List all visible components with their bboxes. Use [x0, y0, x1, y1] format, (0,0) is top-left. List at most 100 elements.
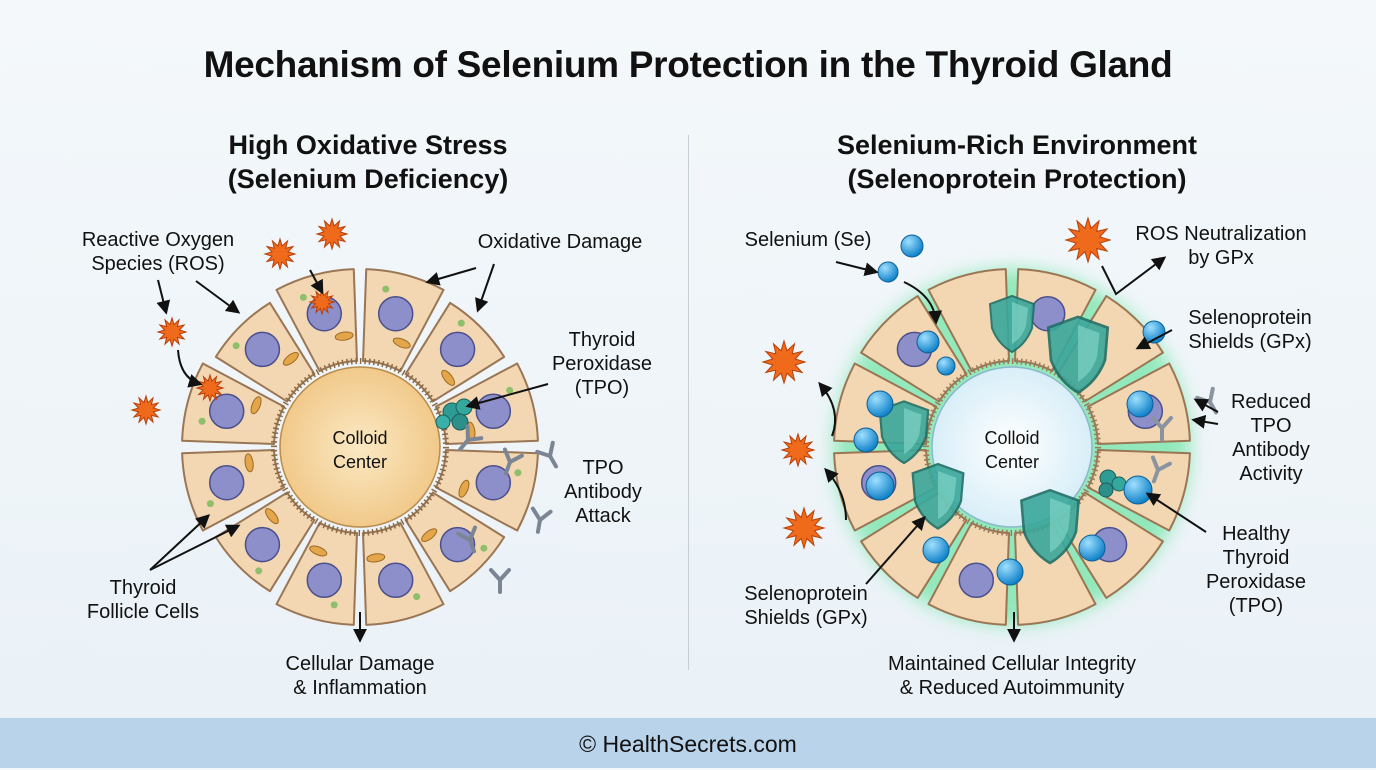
mitochondria: [244, 453, 254, 473]
shield-icon: [911, 462, 965, 530]
right-title-line2: (Selenoprotein Protection): [847, 164, 1187, 194]
integrity-label: Maintained Cellular Integrity & Reduced …: [846, 652, 1178, 700]
vesicle: [382, 285, 390, 293]
left-antibody-group: [456, 424, 558, 594]
shields-bottom-label: Selenoprotein Shields (GPx): [722, 582, 890, 630]
nucleus: [244, 331, 281, 368]
tpo-label-line1: Thyroid: [568, 329, 636, 351]
left-title-line2: (Selenium Deficiency): [227, 164, 509, 194]
antibody-arm: [1160, 416, 1173, 430]
antibody-arm: [489, 568, 502, 582]
follicle-label-line1: Thyroid: [109, 577, 177, 599]
nucleus: [475, 393, 512, 430]
shields-bottom-line2: Shields (GPx): [744, 607, 868, 629]
ros-label-line2: Species (ROS): [91, 253, 225, 275]
ros-starburst-icon: [782, 506, 826, 550]
left-follicle-cells: [181, 268, 539, 626]
shields-top-line1: Selenoprotein: [1188, 307, 1312, 329]
healthy-line3: Peroxidase: [1205, 571, 1307, 593]
antibody-arm: [535, 449, 552, 458]
antibody-arm: [465, 424, 470, 442]
antibody-arm: [548, 440, 555, 458]
antibody-icon: [1151, 416, 1173, 442]
shield-highlight: [1012, 302, 1028, 344]
ros-starburst-icon: [130, 394, 162, 426]
antibody-icon: [1150, 455, 1172, 484]
vesicle: [299, 293, 307, 301]
ros-label: Reactive Oxygen Species (ROS): [58, 228, 258, 276]
panel-divider: [688, 135, 689, 670]
ros-neutral-line2: by GPx: [1188, 247, 1254, 269]
nucleus: [208, 393, 245, 430]
antibody-arm: [456, 531, 472, 542]
nucleus: [439, 331, 476, 368]
selenium-atom-icon: [916, 330, 940, 354]
antibody-arm: [538, 509, 553, 522]
selenium-atom-icon: [1123, 475, 1153, 505]
tpo-antibody-attack-label: TPO Antibody Attack: [548, 456, 658, 528]
antibody-arm: [1208, 386, 1215, 404]
selenium-atom-icon: [865, 471, 895, 501]
vesicle: [457, 319, 465, 327]
healthy-line4: (TPO): [1228, 595, 1284, 617]
nucleus: [306, 562, 343, 599]
nucleus: [377, 562, 414, 599]
antibody-icon: [530, 506, 553, 534]
vesicle: [330, 601, 338, 609]
mitochondria: [250, 396, 262, 415]
reduced-line1: Reduced: [1230, 391, 1312, 413]
follicle-cells-label: Thyroid Follicle Cells: [58, 576, 228, 624]
right-colloid-label: Colloid Center: [962, 426, 1062, 474]
damage-label-line1: Cellular Damage: [285, 653, 435, 675]
right-ros-group: [761, 216, 1112, 550]
reduced-line2: TPO: [1250, 415, 1292, 437]
healthy-tpo-label: Healthy Thyroid Peroxidase (TPO): [1186, 522, 1326, 618]
right-panel-title: Selenium-Rich Environment (Selenoprotein…: [757, 128, 1277, 196]
follicle-cell: [434, 449, 539, 532]
antibody-icon: [502, 447, 524, 476]
healthy-line2: Thyroid: [1222, 547, 1290, 569]
antibody-arm: [1150, 455, 1160, 472]
nucleus: [475, 464, 512, 501]
mitochondria: [282, 352, 299, 366]
cell-body: [927, 268, 1010, 373]
oxidative-damage-label: Oxidative Damage: [477, 231, 643, 253]
selenium-atom-icon: [936, 356, 956, 376]
selenium-atom-icon: [853, 427, 879, 453]
right-colloid-line2: Center: [984, 452, 1040, 472]
shields-top-label: Selenoprotein Shields (GPx): [1166, 306, 1334, 354]
left-colloid-line2: Center: [332, 452, 388, 472]
vesicle: [232, 342, 240, 350]
right-colloid-center: [931, 366, 1093, 528]
right-colloid-line1: Colloid: [984, 428, 1040, 448]
nucleus: [244, 526, 281, 563]
reduced-line3: Antibody: [1232, 439, 1310, 461]
follicle-cell: [214, 301, 316, 403]
shield-icon: [988, 294, 1036, 354]
left-arrows: [149, 263, 549, 643]
antibody-arm: [502, 447, 512, 464]
shield-highlight: [938, 471, 957, 520]
ros-starburst-icon: [315, 217, 349, 251]
antibody-label-line2: Antibody: [564, 481, 642, 503]
antibody-label-line3: Attack: [575, 505, 631, 527]
shield-icon: [1046, 315, 1110, 395]
follicle-cell: [927, 268, 1010, 373]
ros-neutral-line1: ROS Neutralization: [1135, 223, 1307, 245]
nucleus: [208, 464, 245, 501]
tpo-label-line3: (TPO): [574, 377, 630, 399]
follicle-cell: [404, 491, 506, 593]
vesicle: [506, 386, 514, 394]
left-title-line1: High Oxidative Stress: [228, 130, 508, 160]
selenium-atom-icon: [1078, 534, 1106, 562]
reduced-antibody-label: Reduced TPO Antibody Activity: [1216, 390, 1326, 486]
selenium-atom-icon: [996, 558, 1024, 586]
shields-bottom-line1: Selenoprotein: [744, 583, 868, 605]
vesicle: [413, 593, 421, 601]
ros-neutralization-label: ROS Neutralization by GPx: [1116, 222, 1326, 270]
antibody-arm: [466, 436, 484, 442]
tpo-label: Thyroid Peroxidase (TPO): [532, 328, 672, 400]
ros-starburst-icon: [1064, 216, 1112, 264]
selenium-atom-icon: [922, 536, 950, 564]
follicle-cell: [181, 449, 286, 532]
